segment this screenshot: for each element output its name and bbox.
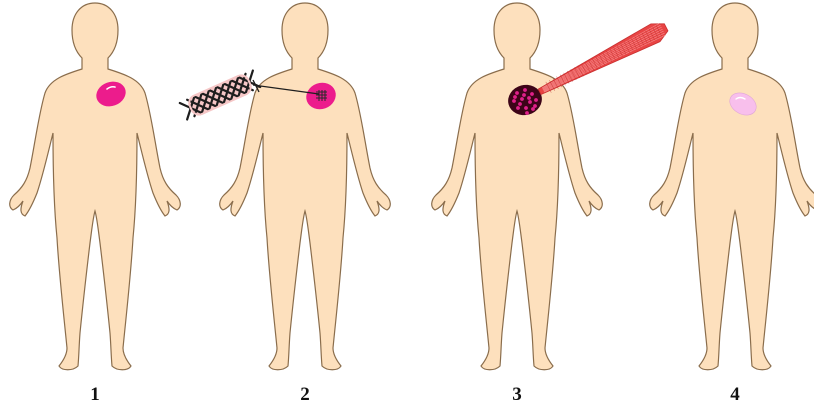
figure-1 [10, 3, 181, 370]
muscle-fiber-icon [535, 18, 671, 100]
mesh-patch-icon [179, 70, 260, 121]
human-silhouette-icon [432, 3, 603, 370]
figure-3 [432, 3, 671, 370]
figure-label-3: 3 [497, 384, 537, 406]
figure-group [10, 3, 814, 370]
figure-4 [650, 3, 814, 370]
figure-2 [179, 3, 390, 370]
human-silhouette-icon [650, 3, 814, 370]
human-silhouette-icon [220, 3, 391, 370]
figure-label-1: 1 [75, 384, 115, 406]
human-silhouette-icon [10, 3, 181, 370]
figure-label-4: 4 [715, 384, 755, 406]
figure-label-2: 2 [285, 384, 325, 406]
